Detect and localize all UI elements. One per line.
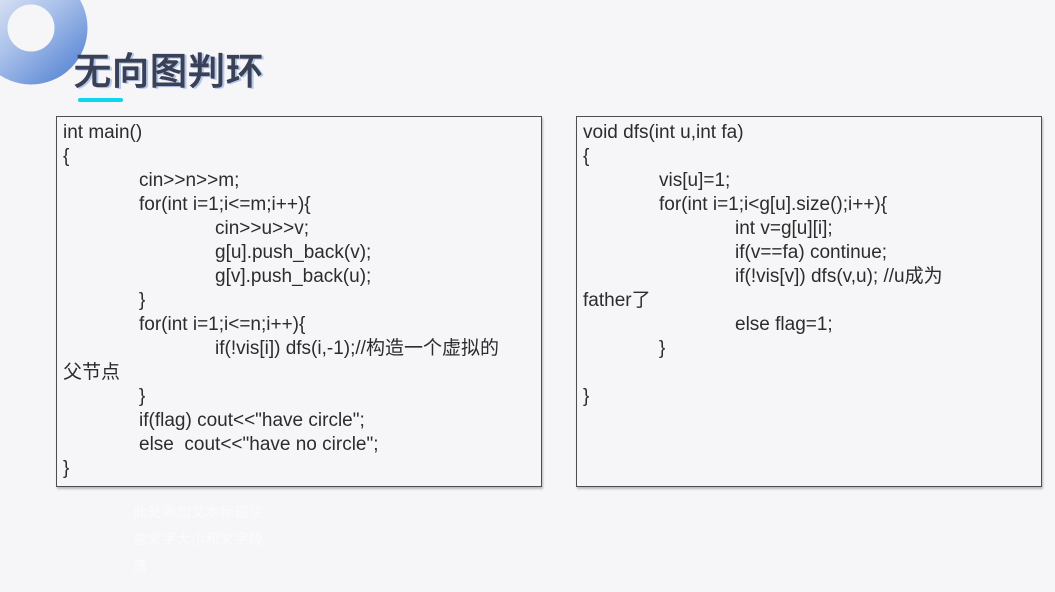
code-line — [583, 361, 1035, 385]
code-line: } — [659, 338, 666, 359]
code-box-dfs-function: void dfs(int u,int fa) { vis[u]=1; for(int … — [576, 116, 1042, 487]
placeholder-note-line: 此处添加文本标题注 — [133, 504, 264, 520]
code-line: for(int i=1;i<=n;i++){ — [139, 314, 306, 335]
code-line: for(int i=1;i<=m;i++){ — [139, 194, 311, 215]
code-line: for(int i=1;i<g[u].size();i++){ — [659, 194, 888, 215]
code-line: { — [583, 146, 590, 167]
code-line: } — [583, 386, 590, 407]
code-line: { — [63, 146, 70, 167]
code-line: g[u].push_back(v); — [215, 242, 372, 263]
code-line: } — [139, 290, 146, 311]
code-line: 父节点 — [63, 362, 121, 383]
placeholder-note: 此处添加文本标题注 意文字大小和文字段 落 — [133, 499, 273, 580]
code-line: father了 — [583, 290, 651, 311]
code-line: if(flag) cout<<"have circle"; — [139, 410, 365, 431]
code-line: int v=g[u][i]; — [735, 218, 833, 239]
placeholder-note-line: 意文字大小和文字段 — [133, 531, 264, 547]
code-line: else cout<<"have no circle"; — [139, 434, 379, 455]
title-underline — [78, 98, 123, 102]
code-line: if(!vis[i]) dfs(i,-1);//构造一个虚拟的 — [215, 338, 499, 359]
code-line: int main() — [63, 122, 143, 143]
code-box-main-function: int main() { cin>>n>>m; for(int i=1;i<=m;i+… — [56, 116, 542, 487]
code-line: } — [139, 386, 146, 407]
code-line: cin>>n>>m; — [139, 170, 240, 191]
code-line: if(!vis[v]) dfs(v,u); //u成为 — [735, 266, 943, 287]
code-line: else flag=1; — [735, 314, 833, 335]
code-line: } — [63, 458, 70, 479]
placeholder-note-line: 落 — [133, 558, 148, 574]
code-line: vis[u]=1; — [659, 170, 731, 191]
code-line: if(v==fa) continue; — [735, 242, 888, 263]
page-title: 无向图判环 — [74, 49, 264, 93]
code-line: g[v].push_back(u); — [215, 266, 372, 287]
code-line: cin>>u>>v; — [215, 218, 310, 239]
code-line: void dfs(int u,int fa) — [583, 122, 744, 143]
